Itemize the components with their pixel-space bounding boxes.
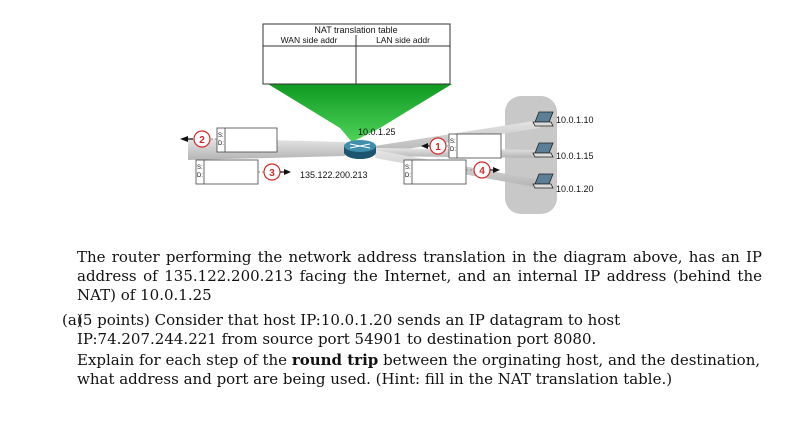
nat-table-col-wan: WAN side addr <box>281 35 338 45</box>
q2-before: Explain for each step of the <box>77 351 288 369</box>
packet-2-dst: D: <box>218 141 224 147</box>
step-1-label: 1 <box>435 142 441 153</box>
question-paragraph-2: Explain for each step of the round trip … <box>77 351 762 389</box>
host-ip-3: 10.0.1.20 <box>556 184 594 194</box>
nat-router <box>344 140 376 159</box>
packet-step-4: S: D: <box>403 159 467 185</box>
nat-translation-table: NAT translation table WAN side addr LAN … <box>262 23 451 85</box>
question-a: (a) (5 points) Consider that host IP:10.… <box>62 311 762 389</box>
laptop-icon <box>532 173 554 189</box>
packet-3-src: S: <box>197 165 203 171</box>
packet-1-dst: D: <box>450 147 456 153</box>
question-paragraph-1: (5 points) Consider that host IP:10.0.1.… <box>77 311 621 348</box>
packet-step-2: S: D: <box>216 127 278 153</box>
host-ip-2: 10.0.1.15 <box>556 151 594 161</box>
laptop-icon <box>532 111 554 127</box>
host-ip-1: 10.0.1.10 <box>556 115 594 125</box>
packet-step-3: S: D: <box>195 159 259 185</box>
step-2-arrow-icon <box>180 136 188 142</box>
nat-cone <box>268 84 452 142</box>
step-1-arrow-icon <box>421 143 428 149</box>
q2-after: between the orginating host, and the des… <box>77 351 761 388</box>
packet-3-dst: D: <box>197 173 203 179</box>
packet-4-src: S: <box>405 165 411 171</box>
step-3-arrow-icon <box>284 169 291 175</box>
step-3-label: 3 <box>269 168 275 179</box>
q2-bold-round-trip: round trip <box>291 351 379 369</box>
step-2-circle <box>193 130 211 148</box>
router-lan-ip: 10.0.1.25 <box>358 127 396 137</box>
question-label: (a) <box>62 311 83 329</box>
question-text: The router performing the network addres… <box>62 248 762 389</box>
packet-step-1: S: D: <box>448 133 502 159</box>
nat-diagram: NAT translation table WAN side addr LAN … <box>180 23 594 214</box>
step-4-label: 4 <box>479 166 485 177</box>
intro-paragraph: The router performing the network addres… <box>77 248 762 304</box>
step-2-label: 2 <box>199 135 205 146</box>
router-wan-ip: 135.122.200.213 <box>300 170 368 180</box>
packet-2-src: S: <box>218 133 224 139</box>
packet-1-src: S: <box>450 139 456 145</box>
packet-4-dst: D: <box>405 173 411 179</box>
question-body: (5 points) Consider that host IP:10.0.1.… <box>77 311 762 389</box>
nat-table-title: NAT translation table <box>314 25 397 35</box>
nat-table-col-lan: LAN side addr <box>376 35 430 45</box>
step-4-arrow-icon <box>493 167 500 173</box>
laptop-icon <box>532 142 554 158</box>
